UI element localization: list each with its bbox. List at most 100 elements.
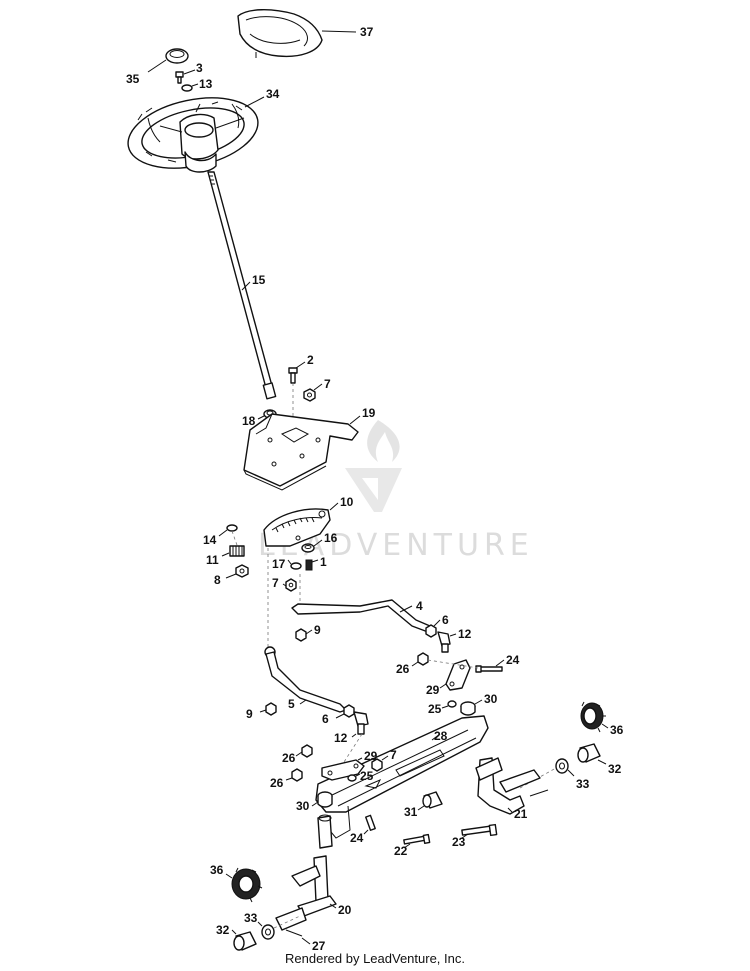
- callout-15: 15: [252, 273, 266, 287]
- part-24-bolt-lower: [363, 814, 376, 835]
- part-33-washer-left: [257, 921, 275, 940]
- callout-24-lower: 24: [350, 831, 364, 845]
- callout-6-upper: 6: [442, 613, 449, 627]
- part-22-bolt: [403, 833, 431, 849]
- callout-26-lower: 26: [270, 776, 284, 790]
- callout-17: 17: [272, 557, 286, 571]
- part-12-ball-joint-lower: [351, 711, 369, 738]
- part-6-nut-upper: [425, 619, 441, 638]
- callout-1: 1: [320, 555, 327, 569]
- part-16-spacer: [301, 539, 323, 553]
- part-29-steering-arm-upper: [439, 659, 471, 691]
- callout-30-lower: 30: [296, 799, 310, 813]
- callout-35: 35: [126, 72, 140, 86]
- callout-29-lower: 29: [364, 749, 378, 763]
- part-26-nut-middle: [295, 744, 313, 758]
- callout-6-lower: 6: [322, 712, 329, 726]
- part-2-bolt: [288, 361, 306, 418]
- part-15-steering-shaft: [207, 171, 277, 400]
- callout-33-right: 33: [576, 777, 590, 791]
- part-31-spacer: [417, 791, 443, 811]
- part-25-washer-lower: [347, 773, 361, 782]
- part-9-nut-lower: [259, 702, 277, 716]
- callout-28: 28: [434, 729, 448, 743]
- callout-27: 27: [312, 939, 326, 951]
- callout-25-lower: 25: [360, 769, 374, 783]
- callout-11: 11: [206, 553, 219, 567]
- part-9-nut-upper: [295, 628, 313, 642]
- part-11-pinion-gear: [221, 545, 245, 557]
- callout-26-upper: 26: [396, 662, 410, 676]
- callout-16: 16: [324, 531, 338, 545]
- part-10-sector-gear: [263, 502, 339, 547]
- part-13-washer: [181, 83, 199, 92]
- callout-9-upper: 9: [314, 623, 321, 637]
- callout-26-middle: 26: [282, 751, 296, 765]
- callout-10: 10: [340, 495, 354, 509]
- callout-12-upper: 12: [458, 627, 472, 641]
- callout-36-left: 36: [210, 863, 224, 877]
- callout-32-right: 32: [608, 762, 622, 776]
- part-37-steering-cover: [237, 9, 357, 58]
- callout-4: 4: [416, 599, 423, 613]
- part-7-nut-upper: [303, 383, 323, 402]
- part-36-wheel-cap-left: [225, 867, 263, 903]
- part-12-ball-joint-upper: [437, 631, 457, 653]
- callout-30-upper: 30: [484, 692, 498, 706]
- callout-18: 18: [242, 414, 256, 428]
- callout-29-upper: 29: [426, 683, 440, 697]
- part-34-steering-wheel: [127, 96, 265, 173]
- callout-8: 8: [214, 573, 221, 587]
- callout-7-middle: 7: [272, 576, 279, 590]
- callout-12-lower: 12: [334, 731, 348, 745]
- callout-14: 14: [203, 533, 217, 547]
- part-32-bearing-right: [577, 743, 607, 765]
- watermark-flame-icon: [367, 420, 400, 462]
- callout-3: 3: [196, 61, 203, 75]
- callout-24-upper: 24: [506, 653, 520, 667]
- callout-13: 13: [199, 77, 213, 91]
- callout-25-upper: 25: [428, 702, 442, 716]
- part-1-bolt: [305, 559, 319, 571]
- callout-23: 23: [452, 835, 466, 849]
- part-27-cotter-pin: [285, 929, 311, 945]
- callout-5: 5: [288, 697, 295, 711]
- callout-31: 31: [404, 805, 418, 819]
- watermark-v-mark-icon: [345, 468, 402, 512]
- callout-22: 22: [394, 844, 408, 858]
- callout-37: 37: [360, 25, 374, 39]
- part-14-washer: [218, 524, 239, 549]
- callout-9-lower: 9: [246, 707, 253, 721]
- callout-19: 19: [362, 406, 376, 420]
- callout-36-right: 36: [610, 723, 624, 737]
- part-23-bolt: [461, 823, 498, 839]
- part-35-steering-cap: [147, 48, 189, 73]
- callout-2: 2: [307, 353, 314, 367]
- part-19-steering-plate: [243, 413, 361, 491]
- part-32-bearing-left: [231, 929, 257, 951]
- callout-32-left: 32: [216, 923, 230, 937]
- part-30-bushing-upper: [460, 699, 483, 716]
- part-24-bolt-upper: [475, 659, 505, 673]
- part-4-drag-link: [291, 599, 431, 633]
- part-5-drag-link: [264, 646, 347, 713]
- part-17-bushing: [287, 559, 302, 570]
- callout-20: 20: [338, 903, 352, 917]
- part-21-spindle-right: [475, 757, 549, 815]
- part-30-bushing-lower: [311, 791, 333, 808]
- part-36-wheel-cap-right: [580, 701, 609, 733]
- part-25-washer-upper: [441, 700, 457, 709]
- callout-33-left: 33: [244, 911, 258, 925]
- callout-21: 21: [514, 807, 528, 821]
- callout-7-upper: 7: [324, 377, 331, 391]
- part-26-nut-upper: [411, 652, 429, 667]
- part-33-washer-right: [555, 758, 575, 777]
- steering-parts-diagram: LEADVENTURE 37 35 3 13 34: [126, 9, 624, 951]
- footer-credit: Rendered by LeadVenture, Inc.: [285, 951, 465, 966]
- callout-34: 34: [266, 87, 280, 101]
- part-20-spindle-left: [275, 814, 337, 931]
- part-26-nut-lower: [285, 768, 303, 782]
- part-3-bolt: [175, 69, 196, 84]
- part-7-nut-middle: [282, 578, 297, 592]
- part-8-nut: [225, 564, 249, 579]
